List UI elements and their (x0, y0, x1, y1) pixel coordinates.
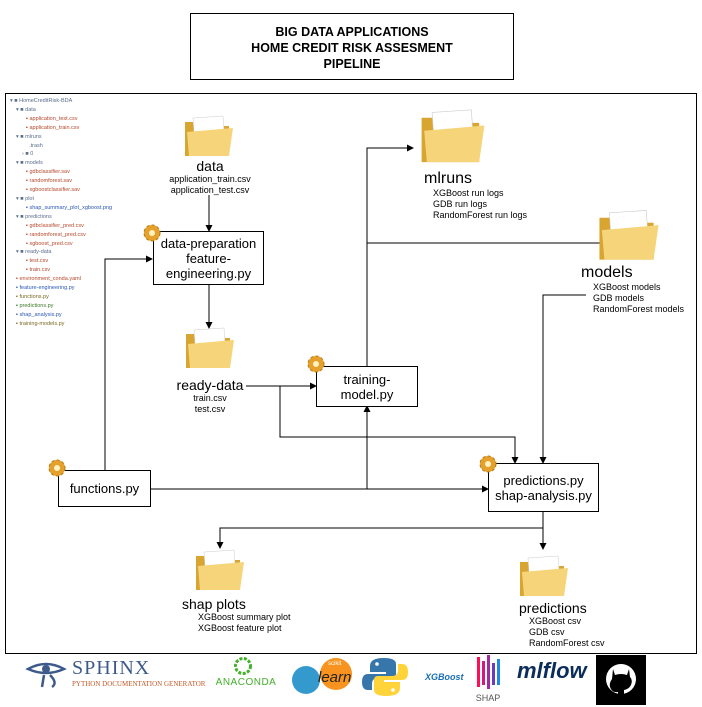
shap-logo: SHAP (472, 655, 504, 705)
tree-file: ▪ training-models.py (16, 320, 65, 327)
scikit-learn-logo: scikit learn (290, 658, 360, 696)
training-line-1: training- (343, 371, 391, 387)
prep-line-2: feature- (186, 250, 231, 266)
tree-file: ▪ application_test.csv (26, 115, 78, 122)
tree-folder: ▾ ■ data (16, 106, 36, 113)
data-folder-label: data application_train.csv application_t… (169, 158, 251, 195)
shap-bars-icon (477, 655, 500, 689)
tree-folder: ▾ ■ mlruns (16, 133, 42, 140)
tree-folder: › ■ 0 (22, 151, 34, 158)
scikit-learn-wordmark: learn (318, 669, 352, 686)
sphinx-wordmark: SPHINX (72, 657, 151, 679)
predictions-folder-label: predictions XGBoost csv GDB csv RandomFo… (519, 600, 605, 648)
mlflow-logo: mlflow (517, 658, 587, 683)
scikit-learn-icon (292, 658, 352, 694)
title-line-1: BIG DATA APPLICATIONS (275, 25, 429, 39)
diagram-title: BIG DATA APPLICATIONS HOME CREDIT RISK A… (190, 13, 514, 80)
tree-folder: .trash (29, 142, 43, 149)
arrow-ready-to-predict (279, 386, 519, 464)
title-line-2: HOME CREDIT RISK ASSESMENT (251, 41, 453, 55)
github-logo-icon (596, 655, 646, 705)
folder-icon (421, 109, 485, 163)
tree-folder: ▾ ■ predictions (16, 213, 52, 220)
tree-file: ▪ environment_conda.yaml (16, 276, 81, 283)
sphinx-tagline: PYTHON DOCUMENTATION GENERATOR (72, 680, 206, 688)
tree-file: ▪ shap_analysis.py (16, 311, 62, 318)
tree-file: ▪ feature-engineering.py (16, 285, 75, 292)
folder-icon (599, 210, 659, 260)
tree-file: ▪ randomforest.sav (26, 178, 72, 185)
predict-line-2: shap-analysis.py (495, 487, 592, 503)
xgboost-logo: XGBoost (425, 672, 464, 682)
tree-folder: ▾ ■ ready-data (16, 249, 52, 256)
training-line-2: model.py (340, 386, 394, 402)
shap-wordmark: SHAP (475, 693, 501, 703)
shap-plots-folder-label: shap plots XGBoost summary plot XGBoost … (182, 596, 291, 633)
title-line-3: PIPELINE (323, 57, 381, 71)
project-file-tree: ▾ ■ HomeCreditRisk-BDA ▾ ■ data ▪ applic… (10, 97, 150, 329)
tree-root: ▾ ■ HomeCreditRisk-BDA (10, 98, 73, 104)
predict-line-1: predictions.py (503, 472, 584, 488)
tree-file: ▪ xgboostclassifier.sav (26, 187, 80, 194)
tree-folder: ▾ ■ models (16, 160, 43, 167)
anaconda-logo: ANACONDA (210, 655, 282, 695)
ready-data-folder-label: ready-data train.csv test.csv (176, 377, 244, 414)
data-preparation-box: data-preparation feature- engineering.py (153, 231, 264, 285)
folder-icon (520, 555, 568, 596)
pipeline-frame (5, 93, 697, 654)
python-logo-icon (362, 658, 408, 696)
functions-box: functions.py (58, 470, 151, 507)
folder-icon (196, 549, 244, 590)
sphinx-logo: SPHINX PYTHON DOCUMENTATION GENERATOR (22, 655, 222, 695)
anaconda-wordmark: ANACONDA (215, 677, 277, 688)
tree-file: ▪ predictions.py (16, 302, 54, 309)
predictions-shap-box: predictions.py shap-analysis.py (488, 463, 599, 512)
training-model-box: training- model.py (316, 366, 418, 407)
gear-icon (307, 355, 325, 373)
models-folder-label: models XGBoost models GDB models RandomF… (581, 264, 685, 314)
folder-icon (186, 327, 234, 368)
arrow-models-to-predict (539, 294, 586, 464)
prep-line-1: data-preparation (160, 235, 257, 251)
tree-file: ▪ shap_summary_plot_xgboost.png (26, 204, 113, 211)
tree-file: ▪ xgboost_pred.csv (26, 240, 73, 247)
mlruns-folder-label: mlruns XGBoost run logs GDB run logs Ran… (424, 170, 528, 220)
gear-icon (143, 224, 161, 242)
gear-icon (48, 459, 66, 477)
tree-file: ▪ functions.py (16, 293, 49, 300)
arrow-functions-to-prep (104, 255, 153, 470)
gear-icon (479, 455, 497, 473)
functions-label: functions.py (69, 481, 140, 496)
eye-of-horus-icon (25, 662, 67, 689)
scikit-prefix: scikit (328, 661, 342, 667)
tree-file: ▪ test.csv (26, 258, 49, 265)
anaconda-ring-icon (234, 657, 252, 675)
tree-file: ▪ application_train.csv (26, 124, 80, 131)
arrow-predict-to-shap (216, 512, 544, 549)
arrow-training-to-mlruns (366, 144, 414, 366)
tree-file: ▪ gdbclassifier_pred.csv (26, 222, 84, 229)
folder-icon (185, 115, 233, 156)
tree-file: ▪ gdbclassifier.sav (26, 169, 70, 176)
prep-line-3: engineering.py (165, 265, 252, 281)
tree-folder: ▾ ■ plot (16, 195, 35, 202)
tree-file: ▪ train.csv (26, 267, 50, 274)
tree-file: ▪ randomforest_pred.csv (26, 231, 86, 238)
